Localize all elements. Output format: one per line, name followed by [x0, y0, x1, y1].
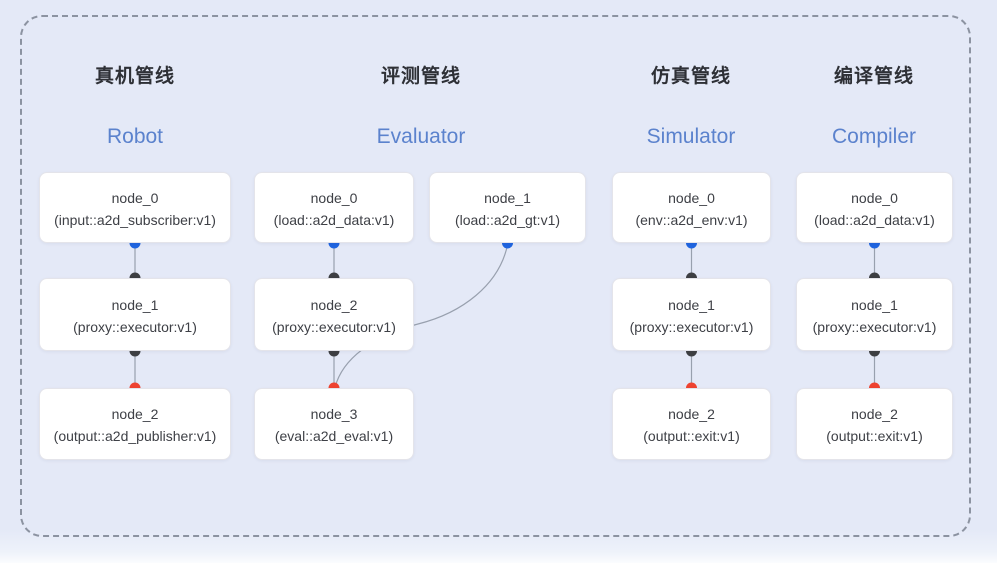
node-box-evaluator-node0: node_0 (load::a2d_data:v1) — [254, 172, 414, 243]
node-box-simulator-node1: node_1 (proxy::executor:v1) — [612, 278, 771, 351]
node-box-simulator-node2: node_2 (output::exit:v1) — [612, 388, 771, 460]
pipeline-title-zh: 评测管线 — [380, 66, 461, 87]
pipeline-title-zh: 编译管线 — [833, 66, 914, 87]
node-type: (proxy::executor:v1) — [272, 318, 396, 335]
node-name: node_2 — [668, 406, 715, 422]
pipeline-header-compiler: 编译管线 Compiler — [774, 64, 974, 148]
pipeline-title-en: Evaluator — [376, 125, 466, 148]
pipeline-header-robot: 真机管线 Robot — [35, 64, 235, 148]
node-type: (proxy::executor:v1) — [629, 318, 754, 335]
node-name: node_1 — [851, 296, 898, 313]
pipeline-header-simulator: 仿真管线 Simulator — [591, 64, 791, 148]
node-type: (eval::a2d_eval:v1) — [274, 428, 394, 444]
pipeline-title-en: Robot — [106, 125, 164, 148]
node-name: node_2 — [310, 296, 358, 313]
dashed-border-frame — [20, 15, 971, 537]
node-type: (load::a2d_data:v1) — [273, 211, 395, 228]
node-box-simulator-node0: node_0 (env::a2d_env:v1) — [612, 172, 771, 243]
node-type: (proxy::executor:v1) — [812, 318, 937, 335]
pipeline-title-en: Simulator — [646, 125, 736, 148]
node-name: node_1 — [668, 296, 715, 313]
pipeline-header-evaluator: 评测管线 Evaluator — [321, 64, 521, 148]
node-name: node_3 — [310, 406, 358, 422]
node-type: (load::a2d_data:v1) — [814, 211, 935, 228]
node-box-compiler-node1: node_1 (proxy::executor:v1) — [796, 278, 953, 351]
node-name: node_0 — [851, 189, 898, 206]
node-name: node_0 — [111, 189, 159, 206]
node-name: node_1 — [484, 189, 531, 206]
pipeline-title-zh: 仿真管线 — [650, 66, 731, 87]
node-type: (output::exit:v1) — [643, 428, 740, 444]
node-type: (env::a2d_env:v1) — [635, 211, 748, 228]
node-type: (load::a2d_gt:v1) — [454, 211, 561, 228]
node-type: (input::a2d_subscriber:v1) — [54, 211, 216, 228]
node-name: node_0 — [668, 189, 715, 206]
node-name: node_2 — [111, 406, 159, 422]
node-box-robot-node1: node_1 (proxy::executor:v1) — [39, 278, 231, 351]
node-name: node_1 — [111, 296, 159, 313]
node-box-robot-node0: node_0 (input::a2d_subscriber:v1) — [39, 172, 231, 243]
node-name: node_2 — [851, 406, 898, 422]
node-box-evaluator-node2: node_2 (proxy::executor:v1) — [254, 278, 414, 351]
node-box-evaluator-node3: node_3 (eval::a2d_eval:v1) — [254, 388, 414, 460]
node-box-robot-node2: node_2 (output::a2d_publisher:v1) — [39, 388, 231, 460]
node-type: (proxy::executor:v1) — [73, 318, 197, 335]
node-type: (output::exit:v1) — [826, 428, 923, 444]
node-name: node_0 — [310, 189, 358, 206]
pipeline-title-en: Compiler — [831, 125, 917, 148]
node-box-compiler-node0: node_0 (load::a2d_data:v1) — [796, 172, 953, 243]
pipeline-title-zh: 真机管线 — [94, 66, 175, 87]
node-box-compiler-node2: node_2 (output::exit:v1) — [796, 388, 953, 460]
node-type: (output::a2d_publisher:v1) — [53, 428, 217, 444]
node-box-evaluator-node1: node_1 (load::a2d_gt:v1) — [429, 172, 586, 243]
